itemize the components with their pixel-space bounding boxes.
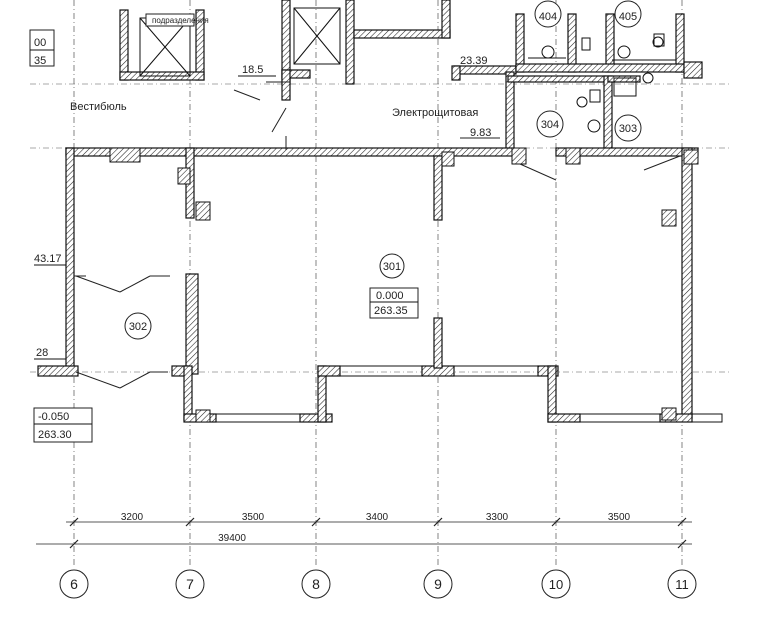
axis-bubble-10 (541, 569, 571, 599)
room-label-vestibule: Вестибюль (70, 101, 127, 113)
axis-bubble-8 (301, 569, 331, 599)
level-top-left-b: 35 (34, 55, 46, 67)
axis-bubbles: 6 7 8 9 10 11 (59, 569, 697, 599)
level-mark-main (369, 287, 419, 319)
dimension-lines: 3200 3500 3400 3300 3500 39400 (36, 512, 692, 549)
upper-structures (119, 0, 703, 153)
level-left-abs: 263.30 (38, 429, 72, 441)
room-bubble-404 (534, 0, 562, 28)
dimension-tick (69, 539, 79, 549)
dimension-tick (677, 539, 687, 549)
area-23-39: 23.39 (460, 55, 488, 67)
room-label-electrical: Электрощитовая (392, 107, 478, 119)
dimension-tick (311, 517, 321, 527)
room-labels: подразделения Вестибюль Электрощитовая 1… (34, 0, 642, 360)
room-bubble-405 (614, 0, 642, 28)
level-left: -0.050 (38, 411, 69, 423)
axis-label-7: 7 (186, 576, 194, 592)
dimension-tick (433, 517, 443, 527)
area-18-5: 18.5 (242, 64, 263, 76)
axis-bubble-7 (175, 569, 205, 599)
dim-total: 39400 (218, 533, 246, 544)
level-top-left-a: 00 (34, 37, 46, 49)
axis-label-6: 6 (70, 576, 78, 592)
grid-axes (30, 0, 730, 566)
axis-bubble-11 (667, 569, 697, 599)
area-9-83: 9.83 (470, 127, 491, 139)
area-43-17: 43.17 (34, 253, 62, 265)
dim-span-4: 3300 (486, 512, 509, 523)
room-number-304: 304 (541, 119, 559, 131)
level-mark-left (33, 407, 93, 443)
room-bubble-301 (379, 253, 405, 279)
level-main-abs: 263.35 (374, 305, 408, 317)
dimension-tick (677, 517, 687, 527)
level-mark-top-left (29, 29, 55, 67)
axis-bubble-9 (423, 569, 453, 599)
axis-label-9: 9 (434, 576, 442, 592)
dimension-tick (69, 517, 79, 527)
axis-bubble-6 (59, 569, 89, 599)
dimension-tick (551, 517, 561, 527)
room-number-303: 303 (619, 123, 637, 135)
room-bubble-304 (536, 110, 564, 138)
dimension-tick (185, 517, 195, 527)
main-walls (37, 81, 723, 423)
room-number-405: 405 (619, 11, 637, 23)
dim-span-2: 3500 (242, 512, 265, 523)
axis-label-11: 11 (675, 577, 689, 592)
dim-span-5: 3500 (608, 512, 631, 523)
level-marks: 0.000 263.35 -0.050 263.30 00 35 (29, 29, 419, 443)
room-number-301: 301 (383, 261, 401, 273)
level-main: 0.000 (376, 290, 404, 302)
axis-label-10: 10 (549, 577, 563, 592)
room-bubble-302 (124, 312, 152, 340)
room-bubble-303 (614, 114, 642, 142)
area-28: 28 (36, 347, 48, 359)
dim-span-1: 3200 (121, 512, 144, 523)
axis-label-8: 8 (312, 576, 320, 592)
dim-span-3: 3400 (366, 512, 389, 523)
room-number-302: 302 (129, 321, 147, 333)
room-label-partial-top: подразделения (152, 16, 209, 25)
room-number-404: 404 (539, 11, 557, 23)
